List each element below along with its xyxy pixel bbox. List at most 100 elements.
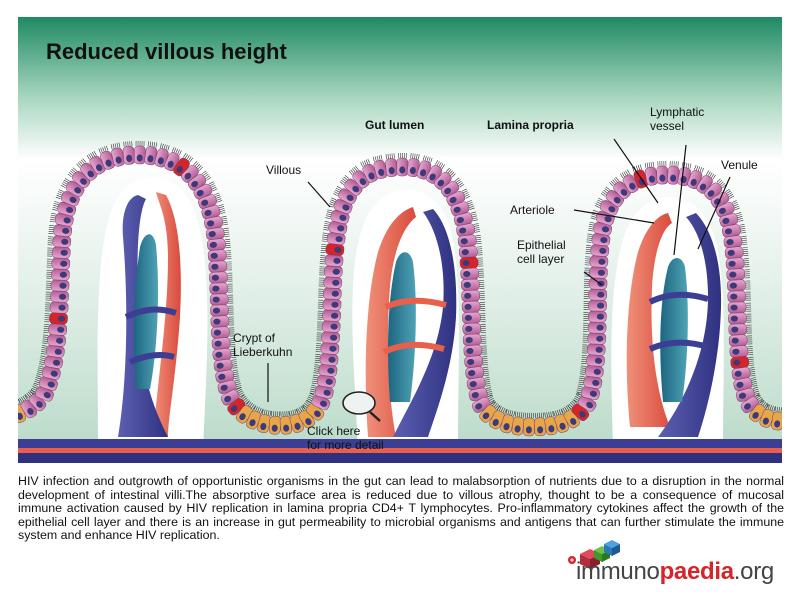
leader-villous: [307, 181, 331, 208]
epithelial-cell: [461, 300, 486, 313]
cell-nucleus: [323, 389, 331, 396]
cell-nucleus: [342, 204, 350, 211]
microvilli: [320, 243, 327, 254]
microvilli: [586, 233, 593, 243]
microvilli: [725, 188, 735, 199]
base-arteriole: [18, 448, 782, 453]
microvilli: [232, 369, 240, 379]
epithelial-cell: [456, 223, 481, 237]
epithelial-cell: [458, 245, 483, 259]
microvilli: [477, 257, 484, 267]
cell-nucleus: [466, 347, 474, 354]
label-villous: Villous: [266, 163, 302, 177]
epithelial-cell: [313, 364, 338, 377]
cell-nucleus: [271, 424, 278, 432]
cell-nucleus: [47, 381, 55, 388]
cell-nucleus: [409, 166, 416, 175]
microvilli: [534, 412, 544, 419]
epithelial-cell: [465, 366, 490, 380]
microvilli: [372, 154, 383, 162]
cell-nucleus: [570, 418, 577, 425]
microvilli: [553, 408, 563, 417]
cell-nucleus: [50, 370, 58, 377]
microvilli: [47, 247, 53, 257]
cell-nucleus: [608, 206, 616, 213]
cell-nucleus: [329, 345, 337, 352]
cell-nucleus: [27, 407, 34, 415]
microvilli: [317, 310, 323, 320]
epithelial-cell: [372, 154, 388, 179]
cell-nucleus: [482, 412, 490, 420]
cell-nucleus: [579, 410, 586, 418]
cell-nucleus: [204, 209, 212, 216]
microvilli: [741, 235, 748, 245]
cell-nucleus: [249, 419, 256, 427]
cell-nucleus: [201, 199, 209, 206]
microvilli: [467, 200, 475, 210]
epithelial-cell: [110, 142, 125, 167]
cell-nucleus: [597, 291, 605, 298]
microvilli: [309, 384, 317, 395]
cell-nucleus: [36, 401, 43, 408]
cell-nucleus: [444, 187, 452, 195]
epithelial-cell: [464, 355, 489, 368]
magnifier-icon[interactable]: [342, 391, 381, 422]
epithelial-cell: [39, 355, 64, 369]
microvilli: [479, 279, 485, 289]
capillary-3b: [648, 339, 709, 352]
epithelial-cell: [727, 301, 752, 314]
microvilli: [339, 175, 350, 185]
epithelial-cell: [319, 254, 344, 267]
cell-nucleus: [464, 314, 473, 321]
microvilli: [481, 345, 488, 355]
click-here-link[interactable]: Click here for more detail: [307, 424, 384, 452]
cell-nucleus: [105, 159, 112, 167]
cell-nucleus: [492, 418, 499, 426]
cell-nucleus: [60, 260, 68, 267]
epithelial-cell: [323, 221, 348, 235]
epithelial-cell: [317, 309, 341, 322]
microvilli: [295, 404, 306, 414]
microvilli: [171, 147, 182, 156]
microvilli: [183, 153, 194, 163]
microvilli: [33, 375, 42, 385]
microvilli: [575, 385, 583, 396]
microvilli: [318, 277, 324, 287]
epithelial-cell: [45, 279, 70, 292]
microvilli: [590, 209, 598, 220]
microvilli: [225, 250, 232, 260]
cell-nucleus: [730, 304, 738, 311]
microvilli: [98, 145, 109, 154]
cell-nucleus: [368, 172, 375, 180]
cell-nucleus: [126, 154, 133, 162]
microvilli: [323, 221, 330, 231]
epithelial-cell: [215, 369, 240, 383]
epithelial-cell: [457, 234, 482, 248]
epithelial-cell: [500, 409, 516, 434]
epithelial-cell: [18, 394, 38, 419]
label-gut-lumen: Gut lumen: [365, 118, 425, 132]
epithelial-cell: [46, 257, 71, 270]
leader-lines: [267, 138, 731, 402]
cell-nucleus: [586, 401, 594, 409]
label-lymphatic-vessel: Lymphatic vessel: [650, 105, 705, 133]
immunopaedia-logo[interactable]: immunopaedia.org: [568, 540, 786, 592]
microvilli: [487, 394, 496, 405]
microvilli: [600, 186, 611, 197]
arteriole-3: [626, 213, 672, 427]
microvilli: [505, 409, 516, 417]
cell-nucleus: [54, 348, 62, 355]
microvilli: [43, 324, 50, 334]
microvilli: [486, 387, 493, 397]
microvilli: [318, 288, 324, 298]
cell-nucleus: [613, 196, 621, 204]
epithelial-cell: [339, 175, 363, 196]
cell-nucleus: [722, 217, 730, 224]
venule-1: [118, 195, 168, 437]
microvilli: [201, 170, 211, 181]
cell-nucleus: [596, 313, 604, 320]
microvilli: [214, 192, 223, 203]
cell-nucleus: [184, 172, 192, 180]
epithelial-cell: [560, 404, 580, 429]
cell-nucleus: [58, 293, 67, 300]
